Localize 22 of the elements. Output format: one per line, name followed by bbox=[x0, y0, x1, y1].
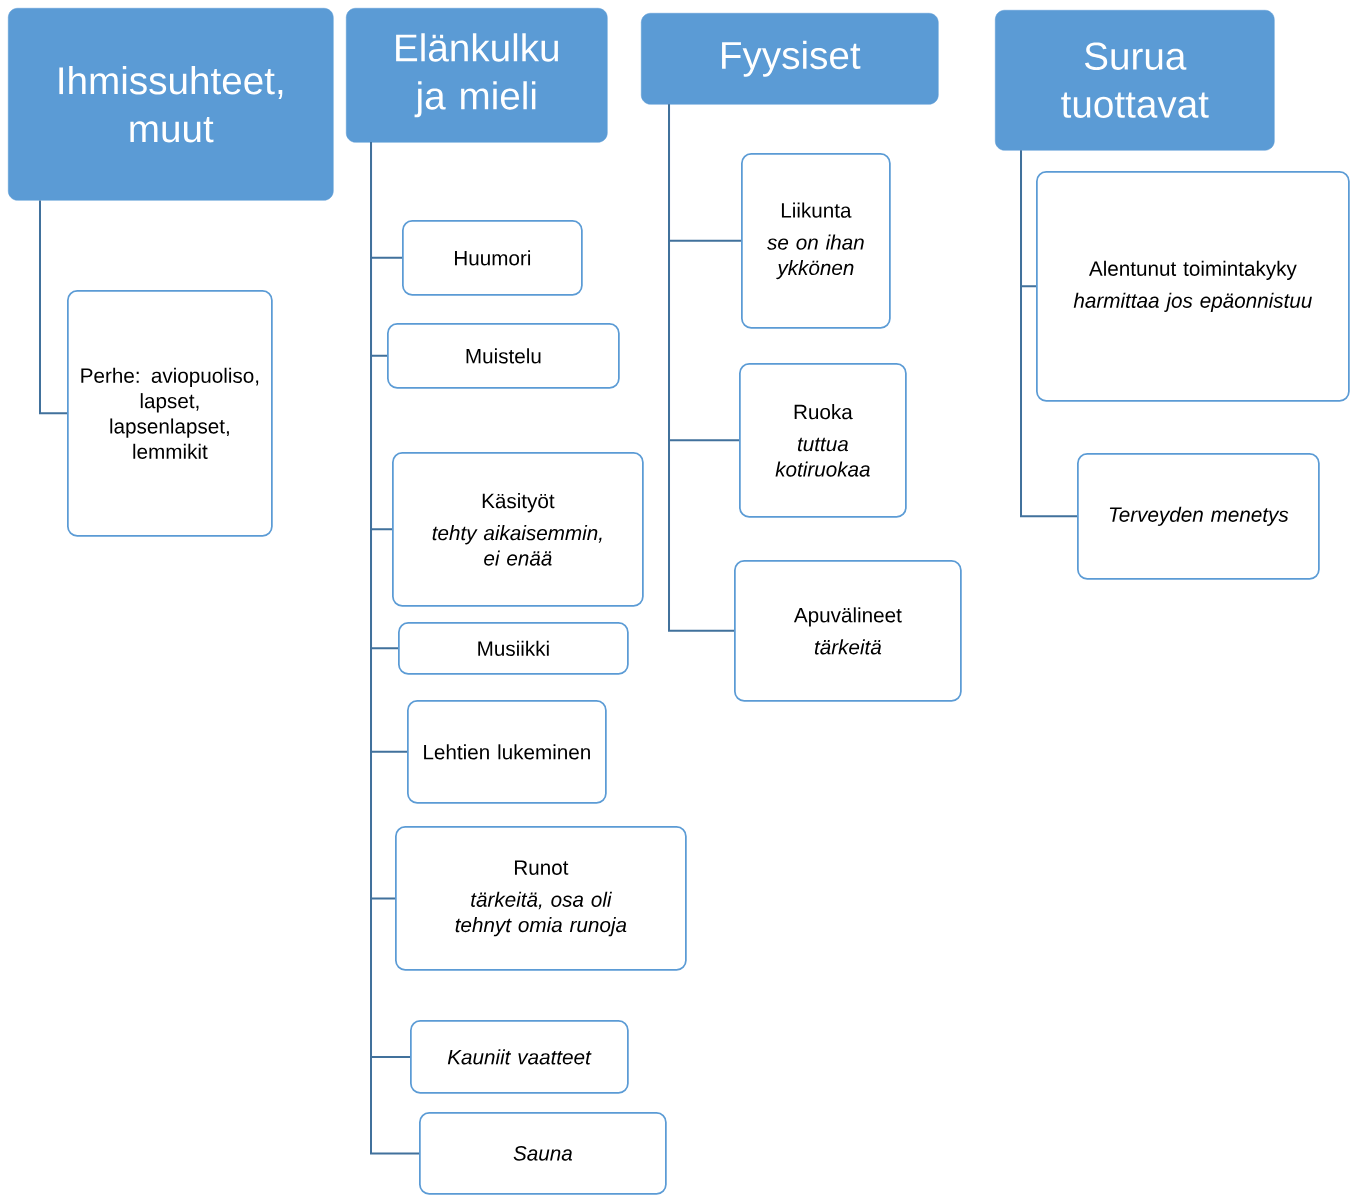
item-box: Huumori bbox=[402, 220, 583, 296]
item-box: Sauna bbox=[419, 1112, 667, 1195]
item-box: Kauniit vaatteet bbox=[410, 1020, 629, 1094]
item-box: Runot tärkeitä, osa oli tehnyt omia runoja bbox=[395, 826, 687, 971]
category-header: Surua tuottavat bbox=[995, 10, 1275, 151]
item-box: Perhe: aviopuoliso, lapset, lapsenlapset, lemmikit bbox=[67, 290, 273, 537]
item-box: Liikunta se on ihan ykkönen bbox=[741, 153, 891, 329]
category-header: Elänkulku ja mieli bbox=[346, 8, 608, 143]
connector-line bbox=[668, 103, 735, 632]
item-box: Apuvälineet tärkeitä bbox=[734, 560, 962, 702]
connector-line bbox=[39, 199, 68, 415]
item-box: Käsityöt tehty aikaisemmin, ei enää bbox=[392, 452, 644, 607]
item-box: Terveyden menetys bbox=[1077, 453, 1320, 580]
item-box: Lehtien lukeminen bbox=[407, 700, 607, 804]
category-header: Ihmissuhteet, muut bbox=[8, 8, 334, 201]
item-box: Muistelu bbox=[387, 323, 620, 389]
item-box: Musiikki bbox=[398, 622, 629, 675]
item-box: Ruoka tuttua kotiruokaa bbox=[739, 363, 907, 518]
connector-line bbox=[1020, 149, 1078, 518]
category-header: Fyysiset bbox=[641, 13, 939, 105]
item-box: Alentunut toimintakyky harmittaa jos epäonnistuu bbox=[1036, 171, 1350, 402]
connector-line bbox=[370, 141, 420, 1155]
